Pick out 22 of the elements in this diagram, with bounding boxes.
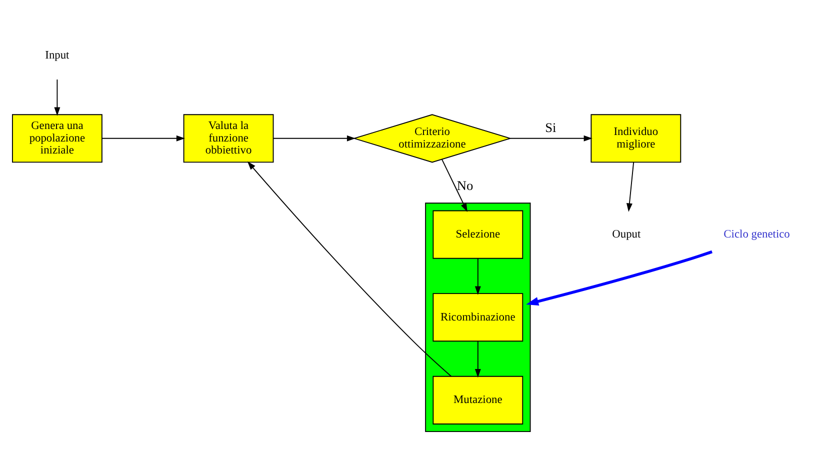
arrow bbox=[626, 161, 634, 212]
node-text: Input bbox=[45, 49, 70, 62]
edge-label: No bbox=[456, 178, 474, 192]
arrow bbox=[441, 158, 468, 212]
arrow bbox=[54, 78, 60, 116]
node-box: Individuo migliore bbox=[590, 114, 682, 162]
node-box: Genera una popolazione iniziale bbox=[12, 114, 102, 162]
arrow bbox=[273, 134, 356, 141]
node-box: Mutazione bbox=[432, 375, 524, 424]
arrow bbox=[102, 134, 185, 141]
node-box: Valuta la funzione obbiettivo bbox=[183, 114, 274, 162]
arrow bbox=[474, 340, 481, 378]
arrow bbox=[474, 258, 481, 294]
node-diamond: Criterio ottimizzazione bbox=[352, 114, 512, 162]
node-box: Ricombinazione bbox=[432, 292, 524, 342]
arrow bbox=[526, 250, 712, 306]
arrow bbox=[510, 134, 592, 141]
edge-label: Si bbox=[545, 119, 556, 134]
node-box: Selezione bbox=[432, 210, 524, 258]
node-text: Ciclo genetico bbox=[724, 228, 790, 240]
node-text: Ouput bbox=[612, 228, 641, 240]
arrow bbox=[247, 160, 452, 376]
